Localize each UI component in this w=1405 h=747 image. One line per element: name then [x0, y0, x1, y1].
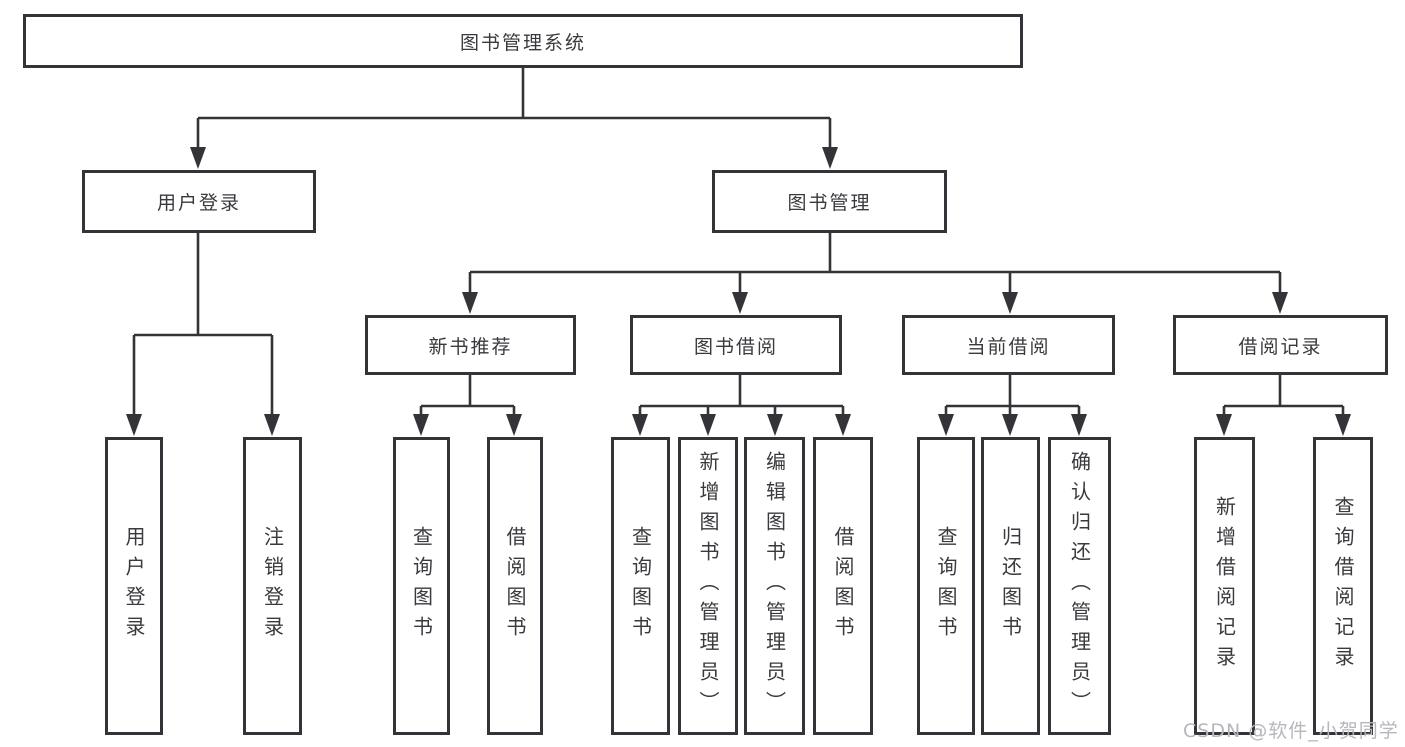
arrow-icon	[1216, 414, 1232, 436]
arrow-icon	[835, 414, 851, 436]
connector-newrec-to-leaves	[419, 375, 516, 417]
leaf-query-books-current: 查询图书	[917, 437, 975, 735]
connector-record-to-leaves	[1222, 375, 1345, 417]
connector-mgmt-to-level3	[468, 233, 1282, 295]
leaf-query-borrow-record: 查询借阅记录	[1313, 437, 1373, 735]
connector-login-to-leaves	[132, 233, 274, 417]
arrow-icon	[700, 414, 716, 436]
leaf-add-book-admin: 新增图书（管理员）	[678, 437, 738, 735]
arrow-icon	[413, 414, 429, 436]
leaf-edit-book-admin: 编辑图书（管理员）	[744, 437, 805, 735]
node-borrowing-records: 借阅记录	[1173, 315, 1388, 375]
arrow-icon	[506, 414, 522, 436]
leaf-query-books-newrec: 查询图书	[393, 437, 450, 735]
arrow-icon	[190, 147, 206, 169]
connector-root-to-level2	[196, 68, 832, 150]
node-book-borrowing: 图书借阅	[630, 315, 842, 375]
leaf-logout: 注销登录	[243, 437, 302, 735]
arrow-icon	[1272, 292, 1288, 314]
arrow-icon	[264, 414, 280, 436]
leaf-user-login: 用户登录	[105, 437, 163, 735]
connector-curr-to-leaves	[944, 375, 1081, 417]
arrow-icon	[632, 414, 648, 436]
leaf-query-books-borrowing: 查询图书	[611, 437, 670, 735]
node-new-book-recommendation: 新书推荐	[365, 315, 576, 375]
arrow-icon	[732, 292, 748, 314]
leaf-confirm-return-admin: 确认归还（管理员）	[1048, 437, 1111, 735]
arrow-icon	[938, 414, 954, 436]
connector-borrow-to-leaves	[638, 375, 845, 417]
node-current-borrowing: 当前借阅	[902, 315, 1115, 375]
arrow-icon	[767, 414, 783, 436]
leaf-borrow-books-newrec: 借阅图书	[487, 437, 543, 735]
leaf-add-borrow-record: 新增借阅记录	[1194, 437, 1255, 735]
arrow-icon	[1071, 414, 1087, 436]
arrow-icon	[126, 414, 142, 436]
arrow-icon	[1002, 292, 1018, 314]
arrow-icon	[1002, 414, 1018, 436]
leaf-return-book: 归还图书	[981, 437, 1040, 735]
arrow-icon	[822, 147, 838, 169]
csdn-watermark: CSDN @软件_小贺同学	[1183, 720, 1399, 742]
node-user-login: 用户登录	[82, 170, 316, 233]
node-book-management-system: 图书管理系统	[23, 14, 1023, 68]
arrow-icon	[462, 292, 478, 314]
node-book-management: 图书管理	[712, 170, 947, 233]
leaf-borrow-books-borrowing: 借阅图书	[813, 437, 873, 735]
arrow-icon	[1335, 414, 1351, 436]
